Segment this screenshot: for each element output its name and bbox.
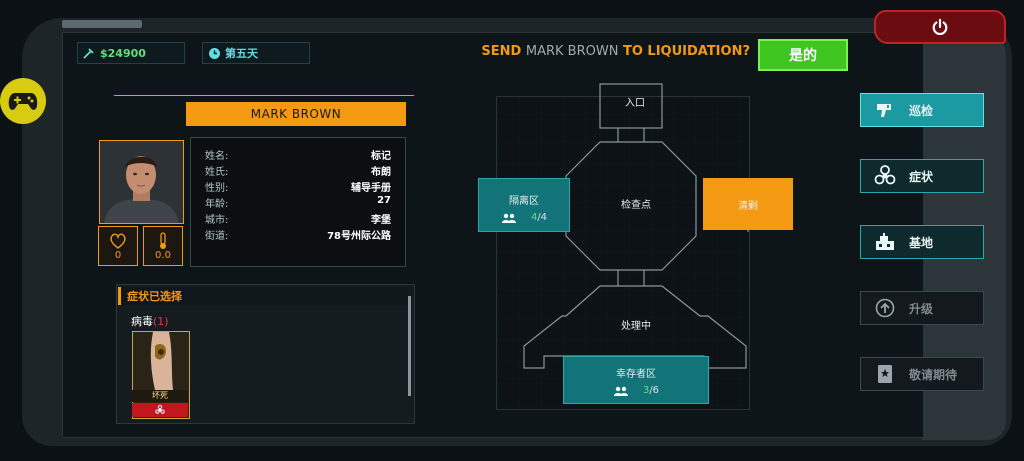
- subject-portrait: [99, 140, 184, 224]
- survivor-occupancy: 3/6: [564, 385, 708, 396]
- upgrade-arrow-icon: [875, 298, 895, 318]
- day-value: 第五天: [225, 47, 258, 60]
- info-value: 李堡: [371, 215, 391, 226]
- quarantine-label: 隔离区: [509, 196, 539, 207]
- power-icon: [932, 18, 948, 36]
- info-label: 年龄:: [205, 199, 229, 210]
- heart-value: 0: [114, 249, 122, 261]
- liquidation-question: SEND MARK BROWN TO LIQUIDATION?: [420, 44, 750, 59]
- necrosis-image: [133, 332, 189, 390]
- question-prefix: SEND: [481, 44, 526, 59]
- info-row-last-name: 姓氏: 布朗: [205, 163, 391, 178]
- liquidation-label: 清剿: [738, 200, 758, 212]
- biohazard-small-icon: [155, 405, 165, 414]
- info-value: 辅导手册: [351, 183, 391, 194]
- info-row-age: 年龄: 27: [205, 195, 391, 210]
- virus-count: (1): [153, 315, 169, 328]
- profile-bracket: [114, 95, 414, 268]
- symptom-biohazard-bar: [132, 403, 188, 417]
- quarantine-occupancy: 4/4: [479, 212, 569, 223]
- info-value: 27: [377, 195, 391, 206]
- subject-info-box: 姓名: 标记 姓氏: 布朗 性别: 辅导手册 年龄: 27 城市: 李堡 街道: 78号州际…: [190, 137, 406, 267]
- survivor-count: 3: [642, 385, 650, 396]
- question-name: MARK BROWN: [525, 44, 619, 59]
- clock-icon: [208, 47, 220, 59]
- processing-label: 处理中: [621, 321, 651, 332]
- gamepad-icon: [8, 93, 38, 110]
- info-label: 性别:: [205, 183, 229, 194]
- money-display: $24900: [77, 42, 185, 64]
- yes-button[interactable]: 是的: [758, 39, 848, 71]
- survivor-zone[interactable]: 幸存者区 3/6: [563, 356, 709, 404]
- symptom-scrollbar[interactable]: [408, 296, 411, 396]
- temperature-value: 0.0: [155, 249, 171, 261]
- heart-vital: 0: [98, 226, 138, 266]
- frame-top-strip: [62, 20, 142, 28]
- virus-label: 病毒(1): [131, 313, 169, 329]
- question-suffix: TO LIQUIDATION?: [618, 44, 750, 59]
- thermometer-icon: [160, 231, 166, 249]
- info-value: 标记: [371, 151, 391, 162]
- menu-label: 症状: [909, 169, 934, 184]
- people-icon: [501, 213, 516, 223]
- menu-base-button[interactable]: 基地: [860, 225, 984, 259]
- survivor-label: 幸存者区: [616, 369, 656, 380]
- menu-upgrade-button[interactable]: 升级: [860, 291, 984, 325]
- day-display: 第五天: [202, 42, 310, 64]
- virus-label-text: 病毒: [131, 315, 153, 328]
- info-row-first-name: 姓名: 标记: [205, 147, 391, 162]
- book-icon: [878, 365, 892, 383]
- menu-label: 基地: [909, 235, 934, 250]
- checkpoint-label: 检查点: [621, 200, 651, 211]
- menu-label: 升级: [909, 301, 934, 316]
- temperature-vital: 0.0: [143, 226, 183, 266]
- info-label: 街道:: [205, 231, 229, 242]
- liquidation-zone[interactable]: 清剿: [703, 178, 793, 230]
- menu-label: 敬请期待: [909, 367, 958, 382]
- info-row-street: 街道: 78号州际公路: [205, 227, 391, 242]
- symptom-caption: 坏死: [132, 390, 188, 402]
- info-label: 姓名:: [205, 151, 229, 162]
- quarantine-zone[interactable]: 隔离区 4/4: [478, 178, 570, 232]
- subject-name: MARK BROWN: [186, 102, 406, 126]
- gamepad-button[interactable]: [0, 78, 46, 124]
- menu-symptoms-button[interactable]: 症状: [860, 159, 984, 193]
- portrait-image: [100, 141, 183, 223]
- entrance-label: 入口: [625, 98, 645, 109]
- people-icon: [613, 386, 628, 396]
- quarantine-capacity: /4: [537, 212, 548, 223]
- quarantine-count: 4: [530, 212, 538, 223]
- biohazard-icon: [874, 165, 896, 185]
- menu-patrol-button[interactable]: 巡检: [860, 93, 984, 127]
- money-value: $24900: [100, 46, 146, 60]
- menu-coming-soon-button[interactable]: 敬请期待: [860, 357, 984, 391]
- info-row-city: 城市: 李堡: [205, 211, 391, 226]
- info-label: 姓氏:: [205, 167, 229, 178]
- base-icon: [876, 233, 894, 250]
- power-button[interactable]: [874, 10, 1006, 44]
- scanner-icon: [877, 104, 891, 117]
- symptom-header: 症状已选择: [118, 287, 408, 305]
- syringe-icon: [83, 48, 94, 59]
- info-label: 城市:: [205, 215, 229, 226]
- heart-icon: [110, 233, 126, 249]
- info-value: 布朗: [371, 167, 391, 178]
- info-value: 78号州际公路: [327, 231, 391, 242]
- survivor-capacity: /6: [649, 385, 660, 396]
- menu-label: 巡检: [909, 103, 934, 118]
- info-row-gender: 性别: 辅导手册: [205, 179, 391, 194]
